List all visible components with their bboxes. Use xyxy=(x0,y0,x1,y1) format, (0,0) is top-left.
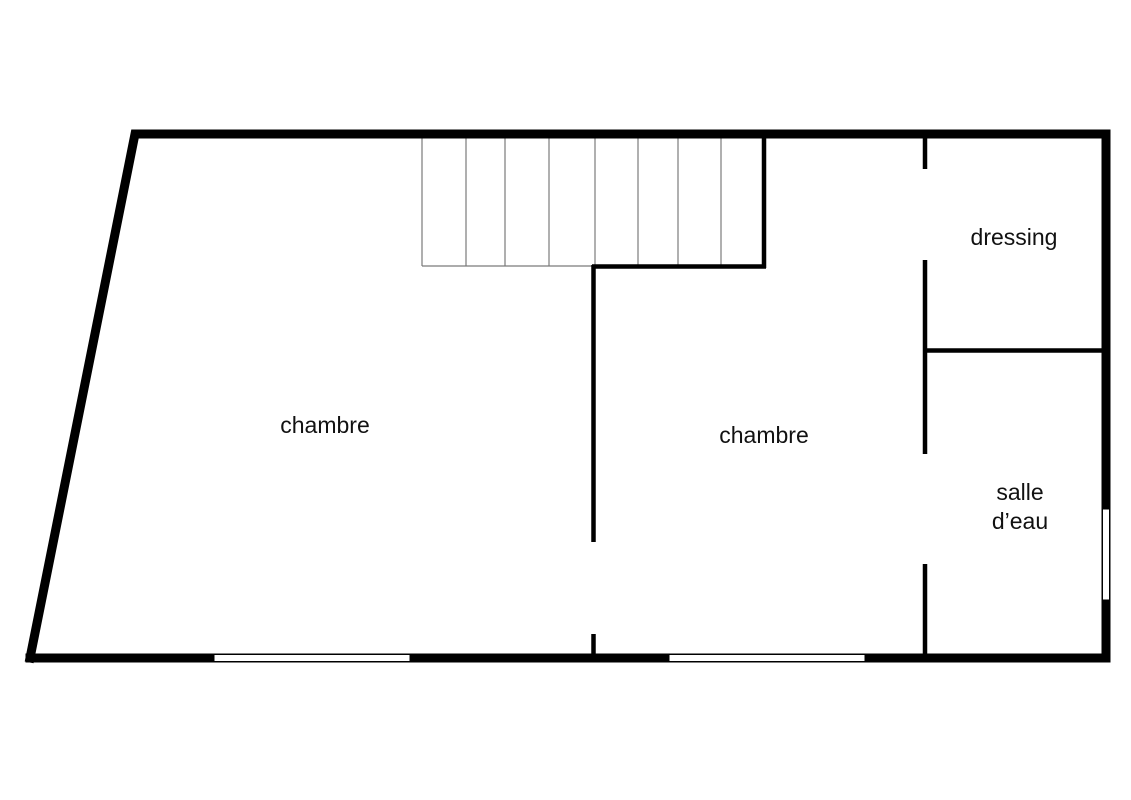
window-bottom-middle xyxy=(668,654,866,662)
room-label-salle-deau: salle d’eau xyxy=(960,478,1080,536)
staircase xyxy=(421,138,722,267)
interior-walls xyxy=(591,134,1108,658)
window-right xyxy=(1102,508,1110,601)
wall-outline xyxy=(24,129,1111,664)
room-label-chambre-left: chambre xyxy=(280,412,370,438)
room-label-salle-deau-line2: d’eau xyxy=(991,508,1049,534)
room-label-chambre-right: chambre xyxy=(719,422,809,448)
windows xyxy=(213,508,1110,662)
exterior-walls xyxy=(24,129,1111,664)
room-label-dressing: dressing xyxy=(970,224,1058,250)
window-bottom-left xyxy=(213,654,411,662)
room-label-salle-deau-line1: salle xyxy=(996,479,1044,505)
